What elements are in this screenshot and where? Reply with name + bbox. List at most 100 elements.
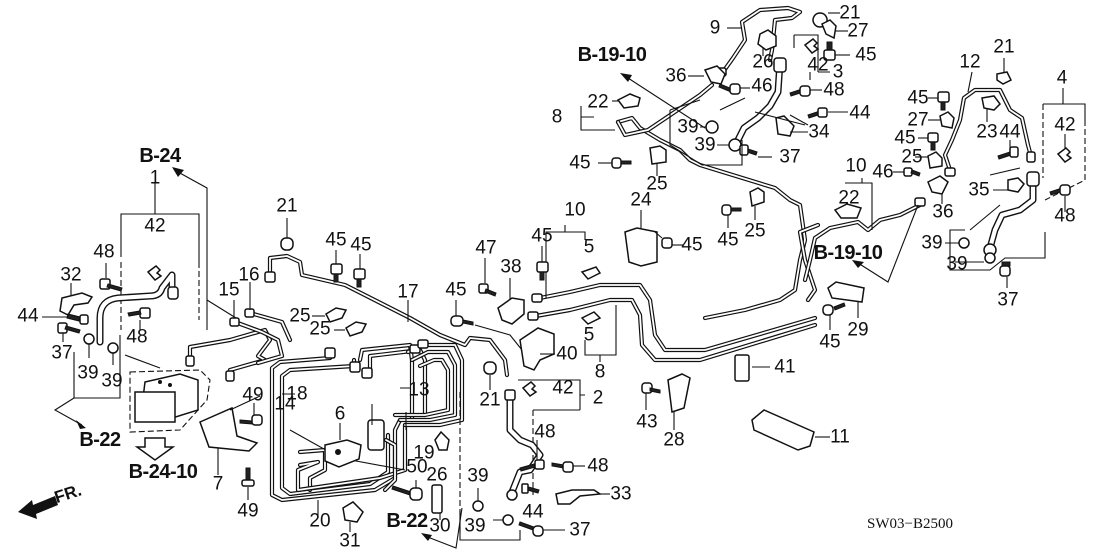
callout-1[interactable]: 1 — [149, 167, 161, 189]
callout-45[interactable]: 45 — [819, 331, 841, 353]
callout-25[interactable]: 25 — [744, 220, 766, 242]
callout-45[interactable]: 45 — [325, 229, 347, 251]
callout-14[interactable]: 14 — [274, 393, 296, 415]
callout-40[interactable]: 40 — [556, 343, 578, 365]
callout-21[interactable]: 21 — [479, 389, 501, 411]
callout-21[interactable]: 21 — [839, 2, 861, 24]
callout-35[interactable]: 35 — [968, 179, 990, 201]
callout-45[interactable]: 45 — [350, 234, 372, 256]
callout-47[interactable]: 47 — [475, 237, 497, 259]
callout-45[interactable]: 45 — [717, 229, 739, 251]
callout-45[interactable]: 45 — [445, 279, 467, 301]
ref-label-b19-10-top[interactable]: B-19-10 — [577, 44, 647, 66]
callout-42[interactable]: 42 — [807, 54, 829, 76]
callout-48[interactable]: 48 — [534, 421, 556, 443]
ref-label-b24[interactable]: B-24 — [139, 145, 181, 167]
callout-31[interactable]: 31 — [339, 530, 361, 552]
callout-50[interactable]: 50 — [406, 456, 428, 478]
callout-49[interactable]: 49 — [242, 384, 264, 406]
ref-label-b19-10-right[interactable]: B-19-10 — [813, 242, 883, 264]
callout-30[interactable]: 30 — [429, 515, 451, 537]
callout-22[interactable]: 22 — [587, 91, 609, 113]
callout-48[interactable]: 48 — [126, 326, 148, 348]
ref-label-b24-10[interactable]: B-24-10 — [128, 461, 198, 483]
callout-13[interactable]: 13 — [408, 379, 430, 401]
callout-45[interactable]: 45 — [855, 44, 877, 66]
callout-34[interactable]: 34 — [808, 121, 830, 143]
callout-5[interactable]: 5 — [583, 236, 595, 258]
callout-48[interactable]: 48 — [823, 79, 845, 101]
ref-label-b22-left[interactable]: B-22 — [79, 429, 121, 451]
callout-17[interactable]: 17 — [397, 281, 419, 303]
callout-15[interactable]: 15 — [218, 279, 240, 301]
callout-39[interactable]: 39 — [694, 134, 716, 156]
callout-7[interactable]: 7 — [212, 473, 224, 495]
ref-label-b22-bottom[interactable]: B-22 — [386, 510, 428, 532]
callout-16[interactable]: 16 — [238, 264, 260, 286]
callout-10[interactable]: 10 — [564, 199, 586, 221]
callout-45[interactable]: 45 — [907, 87, 929, 109]
callout-42[interactable]: 42 — [144, 215, 166, 237]
callout-39[interactable]: 39 — [677, 116, 699, 138]
callout-37[interactable]: 37 — [51, 342, 73, 364]
callout-32[interactable]: 32 — [60, 264, 82, 286]
callout-24[interactable]: 24 — [630, 189, 652, 211]
callout-11[interactable]: 11 — [830, 426, 850, 448]
callout-45[interactable]: 45 — [681, 234, 703, 256]
callout-44[interactable]: 44 — [17, 305, 39, 327]
callout-49[interactable]: 49 — [237, 500, 259, 522]
callout-18[interactable]: 18 — [286, 383, 308, 405]
callout-8[interactable]: 8 — [551, 106, 563, 128]
callout-39[interactable]: 39 — [921, 232, 943, 254]
callout-36[interactable]: 36 — [665, 65, 687, 87]
callout-46[interactable]: 46 — [872, 161, 894, 183]
callout-29[interactable]: 29 — [847, 319, 869, 341]
callout-25[interactable]: 25 — [309, 318, 331, 340]
callout-38[interactable]: 38 — [500, 256, 522, 278]
callout-22[interactable]: 22 — [838, 187, 860, 209]
callout-8[interactable]: 8 — [594, 361, 606, 383]
callout-48[interactable]: 48 — [93, 241, 115, 263]
callout-21[interactable]: 21 — [276, 195, 298, 217]
callout-44[interactable]: 44 — [849, 102, 871, 124]
callout-46[interactable]: 46 — [751, 75, 773, 97]
callout-26[interactable]: 26 — [426, 464, 448, 486]
callout-25[interactable]: 25 — [646, 173, 668, 195]
callout-10[interactable]: 10 — [845, 155, 867, 177]
callout-20[interactable]: 20 — [309, 510, 331, 532]
callout-33[interactable]: 33 — [610, 483, 632, 505]
callout-48[interactable]: 48 — [1054, 205, 1076, 227]
callout-45[interactable]: 45 — [569, 152, 591, 174]
callout-27[interactable]: 27 — [907, 109, 929, 131]
callout-39[interactable]: 39 — [946, 253, 968, 275]
callout-12[interactable]: 12 — [959, 51, 981, 73]
callout-39[interactable]: 39 — [101, 370, 123, 392]
callout-48[interactable]: 48 — [587, 455, 609, 477]
callout-39[interactable]: 39 — [467, 465, 489, 487]
callout-3[interactable]: 3 — [832, 61, 844, 83]
callout-42[interactable]: 42 — [1054, 114, 1076, 136]
callout-25[interactable]: 25 — [289, 305, 311, 327]
callout-37[interactable]: 37 — [997, 289, 1019, 311]
callout-37[interactable]: 37 — [569, 519, 591, 541]
callout-44[interactable]: 44 — [999, 121, 1021, 143]
callout-45[interactable]: 45 — [894, 127, 916, 149]
callout-45[interactable]: 45 — [531, 225, 553, 247]
callout-27[interactable]: 27 — [847, 20, 869, 42]
callout-41[interactable]: 41 — [774, 356, 796, 378]
callout-44[interactable]: 44 — [522, 501, 544, 523]
callout-36[interactable]: 36 — [932, 201, 954, 223]
callout-43[interactable]: 43 — [636, 411, 658, 433]
callout-39[interactable]: 39 — [77, 362, 99, 384]
callout-6[interactable]: 6 — [334, 403, 346, 425]
callout-26[interactable]: 26 — [752, 51, 774, 73]
callout-5[interactable]: 5 — [583, 324, 595, 346]
callout-2[interactable]: 2 — [592, 387, 604, 409]
callout-21[interactable]: 21 — [993, 36, 1015, 58]
callout-39[interactable]: 39 — [464, 515, 486, 537]
callout-42[interactable]: 42 — [552, 377, 574, 399]
callout-19[interactable]: 19 — [413, 442, 435, 464]
callout-25[interactable]: 25 — [901, 146, 923, 168]
callout-9[interactable]: 9 — [709, 17, 721, 39]
callout-23[interactable]: 23 — [976, 121, 998, 143]
